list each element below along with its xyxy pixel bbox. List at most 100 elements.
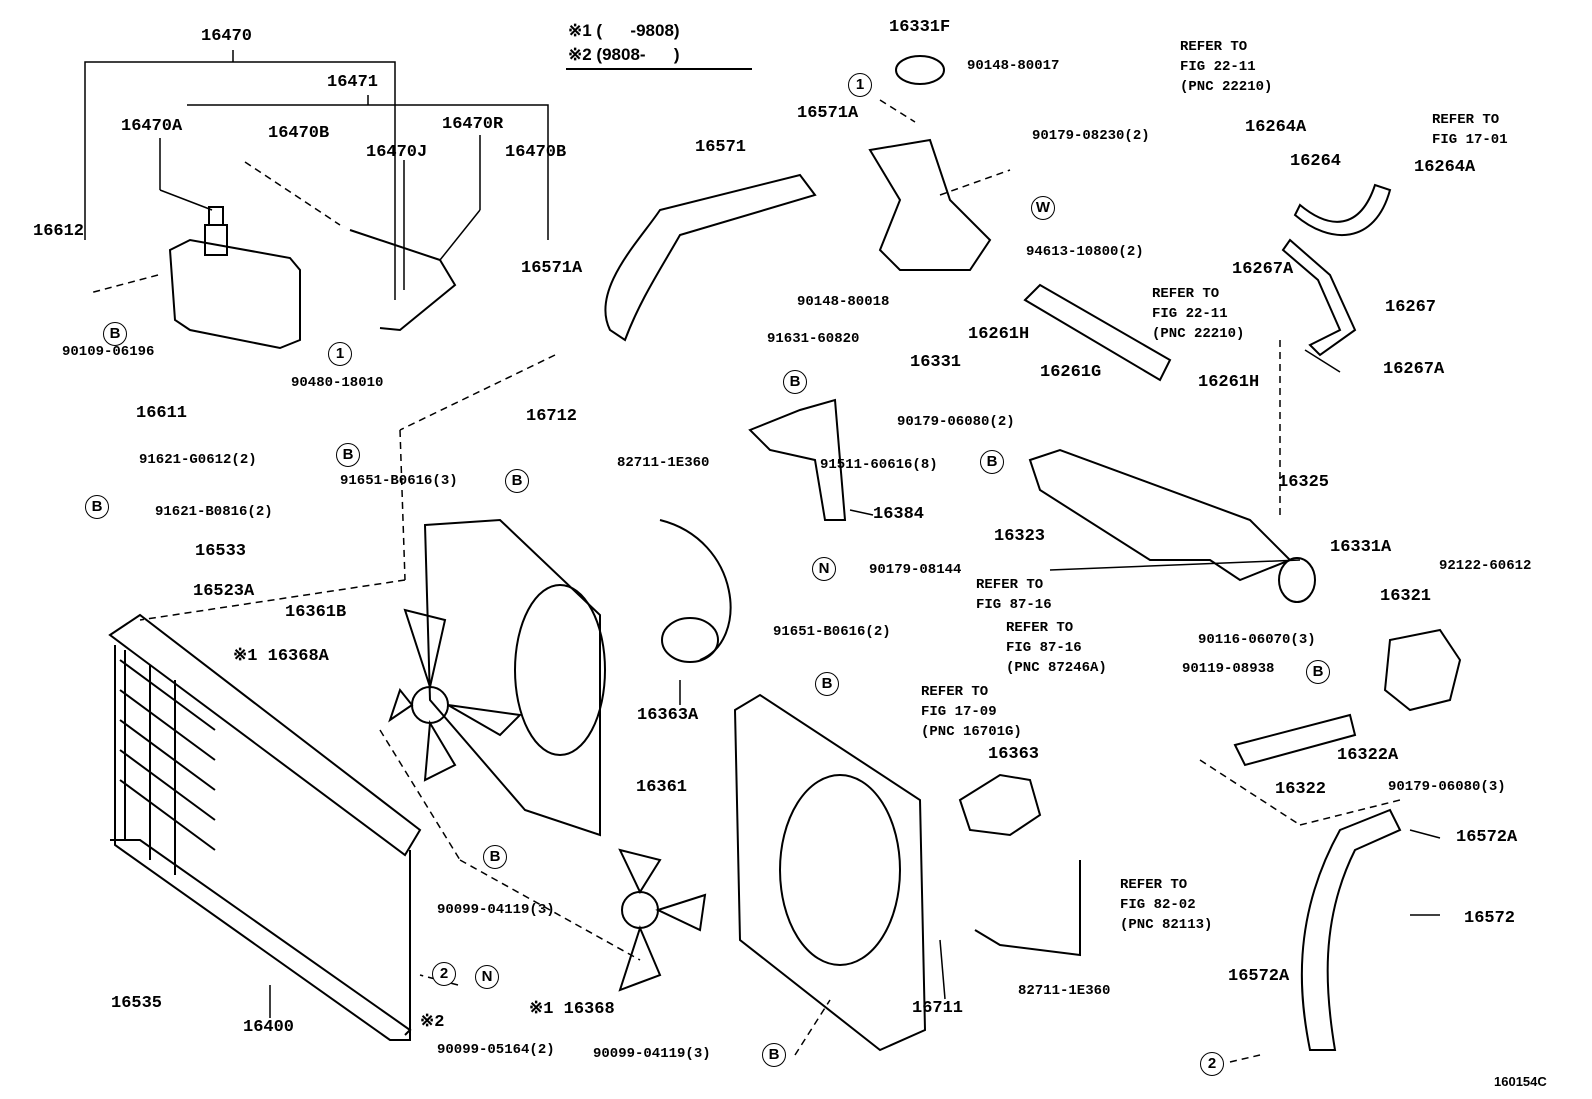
reference-note: REFER TO FIG 87-16 <box>976 577 1052 613</box>
fan-bracket <box>748 398 847 521</box>
part-number-label: 16384 <box>873 505 925 524</box>
callout-symbol: 1 <box>328 342 352 366</box>
part-number-label: 91511-60616(8) <box>820 457 938 473</box>
part-number-label: 16267 <box>1385 298 1437 317</box>
part-number-label: 90148-80018 <box>797 294 890 310</box>
part-number-label: 90179-08144 <box>869 562 962 578</box>
water-pipe <box>1233 713 1357 767</box>
part-number-label: 16711 <box>912 999 964 1018</box>
part-number-label: 16323 <box>994 527 1046 546</box>
part-number-label: 16572 <box>1464 909 1516 928</box>
hose-16264 <box>1293 183 1392 236</box>
part-number-label: 16264A <box>1245 118 1307 137</box>
part-number-label: 90099-05164(2) <box>437 1042 555 1058</box>
callout-symbol: B <box>103 322 127 346</box>
part-number-label: 16470 <box>201 27 253 46</box>
part-number-label: 16571A <box>521 259 583 278</box>
bypass-hose <box>1023 283 1172 382</box>
part-number-label: 16361 <box>636 778 688 797</box>
callout-symbol: B <box>980 450 1004 474</box>
fan-left <box>388 608 523 782</box>
reservoir-hose <box>349 229 457 332</box>
part-number-label: 90109-06196 <box>62 344 155 360</box>
dashed-leaders <box>89 99 1401 1063</box>
part-number-label: 16523A <box>193 582 255 601</box>
part-number-label: 16400 <box>243 1018 295 1037</box>
part-number-label: 91651-B0616(3) <box>340 473 458 489</box>
reference-note: REFER TO FIG 17-01 <box>1432 112 1508 148</box>
fan-motor-16363A <box>661 617 719 663</box>
callout-symbol: W <box>1031 196 1055 220</box>
part-number-label: 16533 <box>195 542 247 561</box>
part-number-label: 16321 <box>1380 587 1432 606</box>
callout-symbol: B <box>85 495 109 519</box>
part-number-label: 16572A <box>1228 967 1290 986</box>
part-number-label: ※2 <box>420 1013 445 1032</box>
radiator <box>108 613 422 1041</box>
reservoir-tank <box>168 206 301 350</box>
part-number-label: ※1 16368A <box>233 647 329 666</box>
note-2-from-9808: ※2 (9808- ) <box>568 45 680 64</box>
reference-note: REFER TO FIG 22-11 (PNC 22210) <box>1180 39 1273 95</box>
hose-16267 <box>1281 238 1357 357</box>
figure-code: 160154C <box>1494 1074 1547 1089</box>
callout-symbol: B <box>483 845 507 869</box>
callout-symbol: 2 <box>1200 1052 1224 1076</box>
wire-82711-bottom <box>974 860 1081 957</box>
part-number-label: 90480-18010 <box>291 375 384 391</box>
part-number-label: 16331A <box>1330 538 1392 557</box>
part-number-label: 90119-08938 <box>1182 661 1275 677</box>
fan-motor-16363 <box>958 773 1042 837</box>
lower-hose <box>1300 808 1402 1051</box>
part-number-label: 16470R <box>442 115 504 134</box>
part-number-label: 90148-80017 <box>967 58 1060 74</box>
part-number-label: 16535 <box>111 994 163 1013</box>
water-outlet <box>1383 628 1462 712</box>
part-number-label: 16261H <box>1198 373 1260 392</box>
reservoir-bracket-lines <box>84 50 549 300</box>
callout-symbol: B <box>336 443 360 467</box>
wire-82711-top <box>659 519 732 661</box>
part-number-label: 16712 <box>526 407 578 426</box>
callout-symbol: N <box>812 557 836 581</box>
part-number-label: 16267A <box>1383 360 1445 379</box>
callout-symbol: 1 <box>848 73 872 97</box>
part-number-label: 82711-1E360 <box>1018 983 1111 999</box>
reference-note: REFER TO FIG 17-09 (PNC 16701G) <box>921 684 1022 740</box>
fan-shroud-left <box>423 518 606 837</box>
callout-symbol: B <box>1306 660 1330 684</box>
part-number-label: 16612 <box>33 222 85 241</box>
part-number-label: 91621-B0816(2) <box>155 504 273 520</box>
inlet-housing <box>1028 448 1292 582</box>
callout-symbol: 2 <box>432 962 456 986</box>
callout-symbol: B <box>783 370 807 394</box>
part-number-label: 16322 <box>1275 780 1327 799</box>
part-number-label: 16264 <box>1290 152 1342 171</box>
upper-hose <box>604 173 817 342</box>
part-number-label: 94613-10800(2) <box>1026 244 1144 260</box>
part-number-label: 16361B <box>285 603 347 622</box>
part-number-label: 16261G <box>1040 363 1102 382</box>
callout-symbol: B <box>505 469 529 493</box>
part-number-label: 16325 <box>1278 473 1330 492</box>
part-number-label: 91621-G0612(2) <box>139 452 257 468</box>
part-number-label: 92122-60612 <box>1439 558 1532 574</box>
part-number-label: ※1 16368 <box>529 1000 615 1019</box>
part-number-label: 16331 <box>910 353 962 372</box>
part-number-label: 16470B <box>505 143 567 162</box>
part-number-label: 16471 <box>327 73 379 92</box>
part-number-label: 16264A <box>1414 158 1476 177</box>
part-number-label: 90179-06080(2) <box>897 414 1015 430</box>
gasket-16325 <box>1278 557 1316 603</box>
part-number-label: 90179-06080(3) <box>1388 779 1506 795</box>
callout-symbol: N <box>475 965 499 989</box>
part-number-label: 90099-04119(3) <box>593 1046 711 1062</box>
part-number-label: 90116-06070(3) <box>1198 632 1316 648</box>
part-number-label: 16261H <box>968 325 1030 344</box>
reference-note: REFER TO FIG 87-16 (PNC 87246A) <box>1006 620 1107 676</box>
water-inlet <box>868 138 992 271</box>
part-number-label: 16322A <box>1337 746 1399 765</box>
part-number-label: 16571 <box>695 138 747 157</box>
part-number-label: 16572A <box>1456 828 1518 847</box>
